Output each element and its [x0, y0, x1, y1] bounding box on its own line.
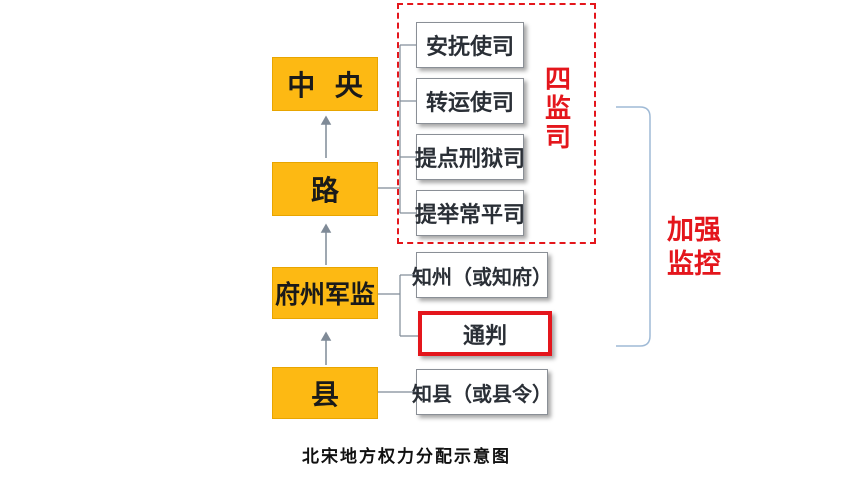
- office-zhixian: 知县（或县令）: [412, 369, 552, 415]
- diagram-caption: 北宋地方权力分配示意图: [302, 447, 511, 467]
- office-tiju-changping: 提举常平司: [415, 190, 525, 236]
- office-tongpan: 通判: [418, 311, 552, 356]
- level-fuzhou: 府州军监: [272, 267, 378, 319]
- arrowhead-county-to-fuzhou: [320, 331, 332, 341]
- arrowhead-fuzhou-to-lu: [320, 223, 332, 233]
- four-supervisory-offices-group: [397, 3, 596, 244]
- level-central: 中 央: [272, 57, 378, 111]
- level-county: 县: [272, 367, 378, 419]
- office-tidian-xingyu: 提点刑狱司: [415, 134, 525, 180]
- office-zhizhou: 知州（或知府）: [412, 252, 552, 298]
- level-lu: 路: [272, 162, 378, 216]
- office-zhuanyun: 转运使司: [416, 78, 524, 124]
- monitor-bracket: [616, 106, 651, 347]
- four-supervisory-label: 四 监 司: [544, 65, 571, 153]
- office-anfu: 安抚使司: [416, 22, 524, 68]
- arrowhead-lu-to-central: [320, 115, 332, 125]
- strengthen-monitoring-label: 加强 监控: [667, 215, 721, 280]
